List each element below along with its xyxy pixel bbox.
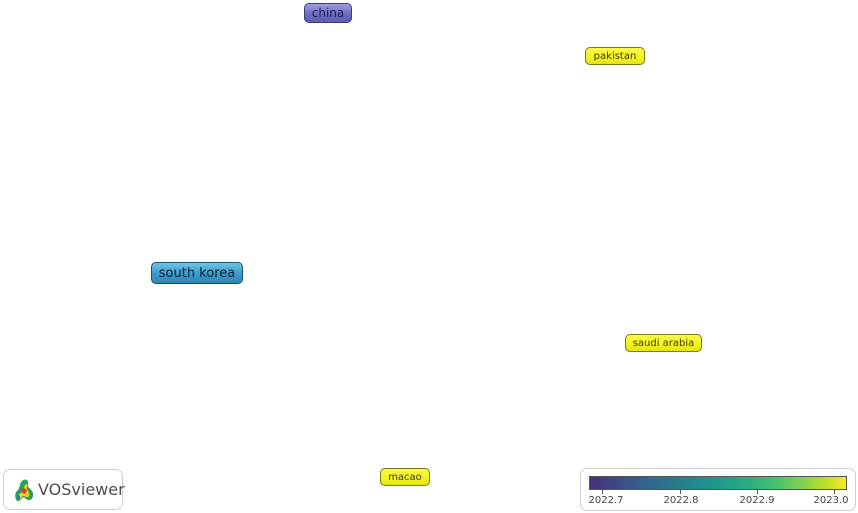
node-pakistan[interactable]: pakistan (585, 47, 645, 65)
node-macao[interactable]: macao (380, 468, 430, 486)
vosviewer-logo: VOSviewer (3, 469, 125, 510)
color-scale-tick (680, 490, 681, 494)
color-scale-tick (757, 490, 758, 494)
color-scale-tick-label: 2023.0 (813, 495, 849, 506)
color-scale-tick-label: 2022.8 (663, 495, 699, 506)
color-scale-tick-label: 2022.9 (739, 495, 775, 506)
color-scale-tick (834, 490, 835, 494)
color-scale-tick-label: 2022.7 (588, 495, 624, 506)
node-china[interactable]: china (304, 3, 352, 23)
vosviewer-logo-icon (15, 479, 34, 502)
vosviewer-logo-text: VOSviewer (38, 480, 125, 499)
color-scale-legend: 2022.7 2022.8 2022.9 2023.0 (580, 468, 856, 511)
node-south-korea[interactable]: south korea (151, 262, 243, 284)
node-saudi-arabia[interactable]: saudi arabia (625, 334, 702, 352)
color-scale-bar (589, 476, 847, 490)
color-scale-tick (602, 490, 603, 494)
